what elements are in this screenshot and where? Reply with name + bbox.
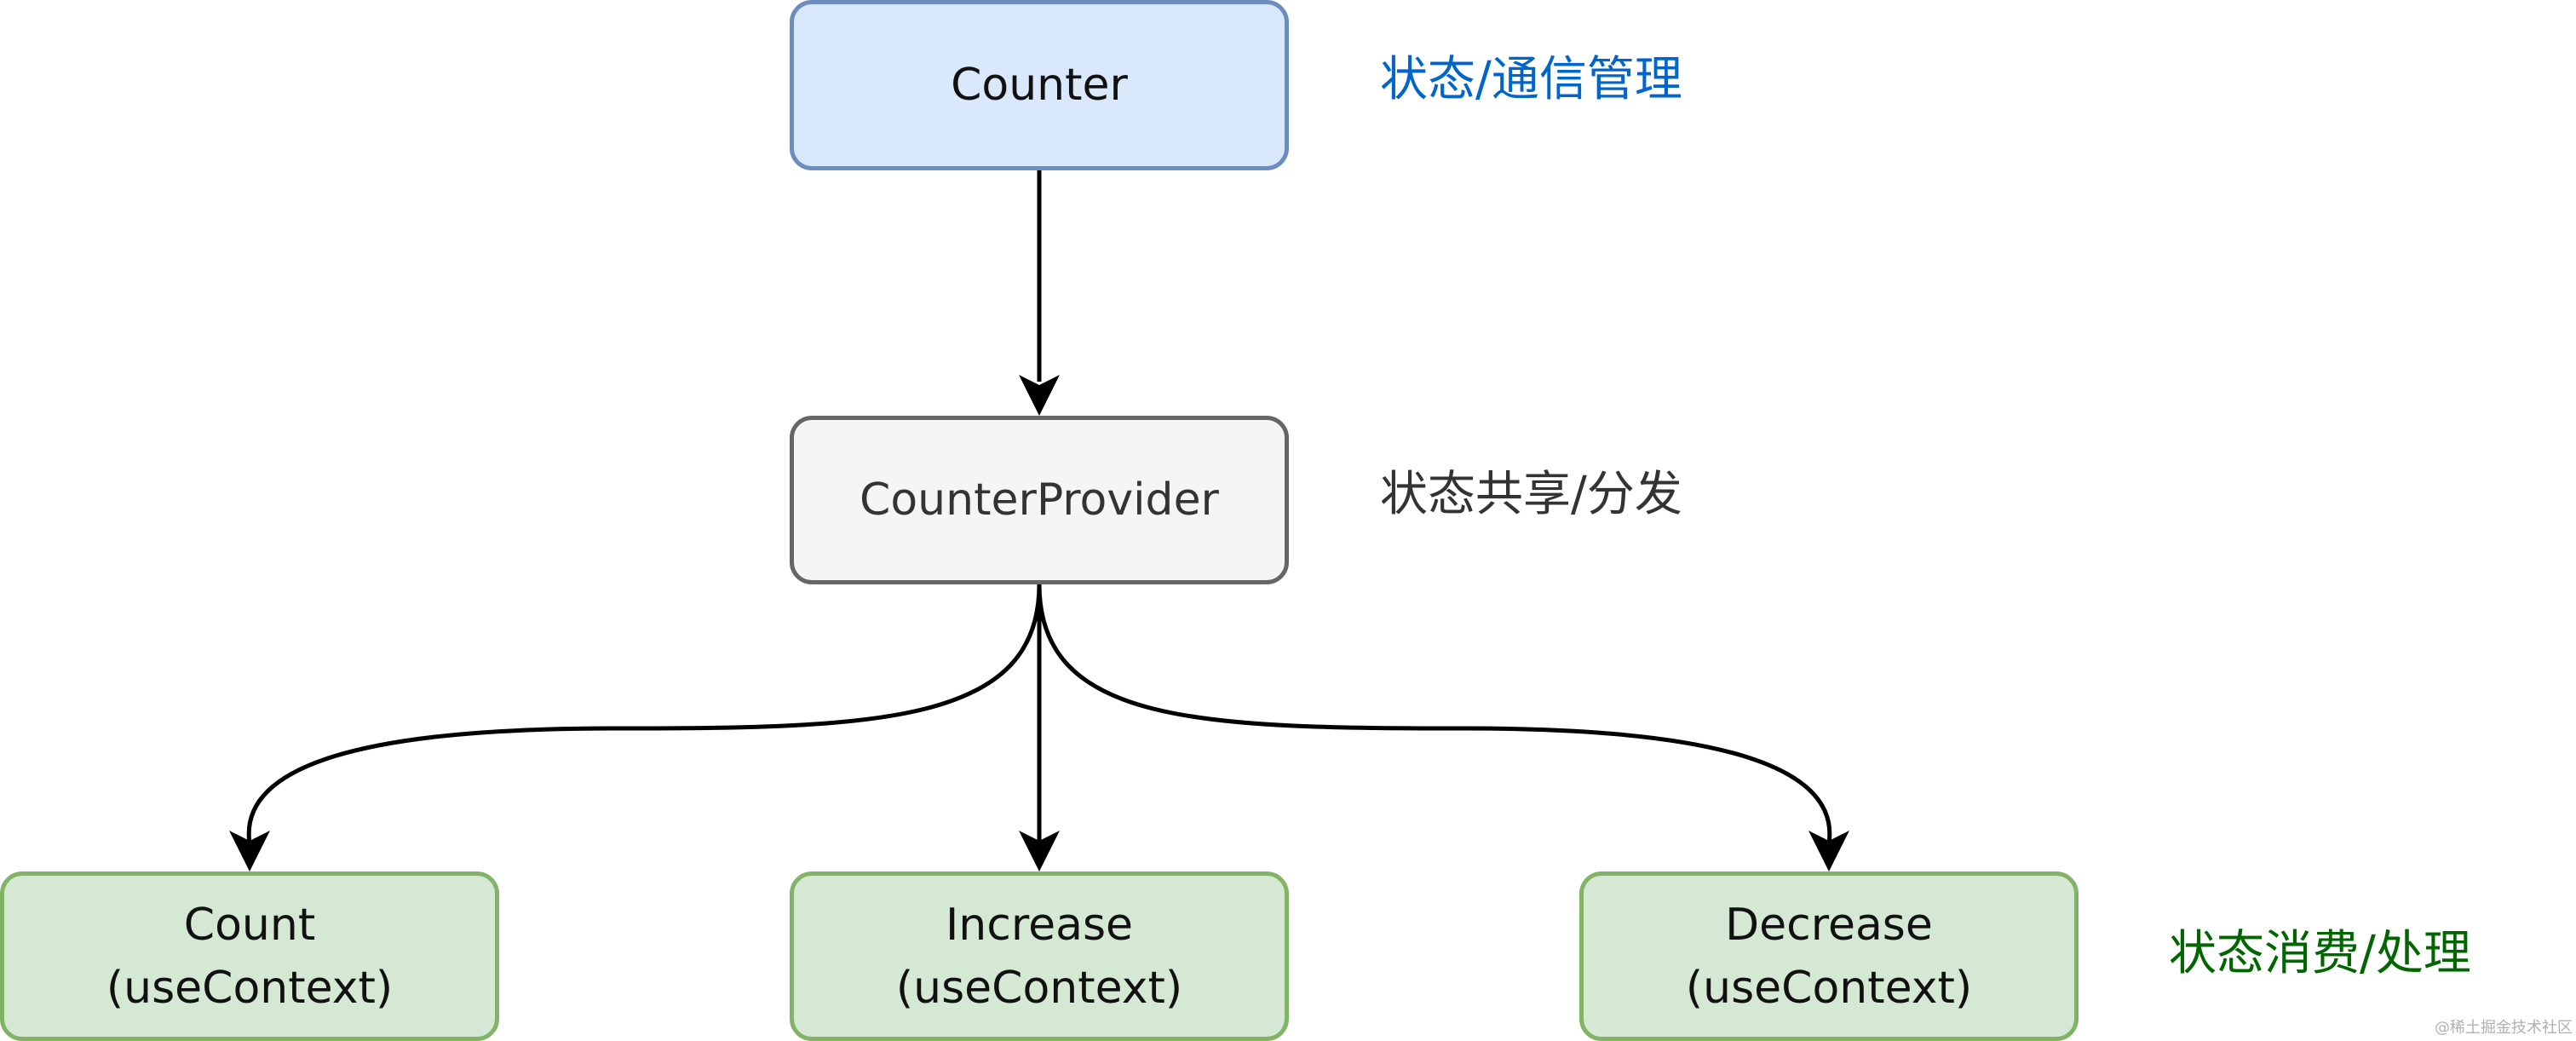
node-count-label: Count [183, 899, 316, 951]
node-count-hook: (useContext) [106, 962, 394, 1014]
node-counter-provider: CounterProvider [790, 416, 1289, 584]
annotation-state-consumption: 状态消费/处理 [2169, 926, 2471, 981]
node-decrease: Decrease (useContext) [1579, 871, 2079, 1041]
annotation-state-sharing: 状态共享/分发 [1380, 467, 1682, 522]
watermark: @稀土掘金技术社区 [2435, 1019, 2573, 1037]
arrowhead-count [229, 831, 270, 871]
node-provider-label: CounterProvider [860, 474, 1219, 526]
node-decrease-label: Decrease [1725, 899, 1933, 951]
node-counter: Counter [790, 0, 1289, 170]
node-increase-hook: (useContext) [895, 962, 1183, 1014]
node-decrease-hook: (useContext) [1685, 962, 1973, 1014]
arrowhead-provider [1019, 375, 1060, 416]
edge-provider-to-decrease [1037, 584, 1832, 844]
annotation-state-management: 状态/通信管理 [1380, 52, 1682, 107]
arrowhead-decrease [1808, 831, 1849, 871]
node-increase-label: Increase [945, 899, 1134, 951]
node-increase: Increase (useContext) [790, 871, 1289, 1041]
edge-provider-to-count [246, 584, 1042, 844]
node-counter-label: Counter [951, 60, 1128, 111]
node-count: Count (useContext) [0, 871, 499, 1041]
arrowhead-increase [1019, 831, 1060, 871]
